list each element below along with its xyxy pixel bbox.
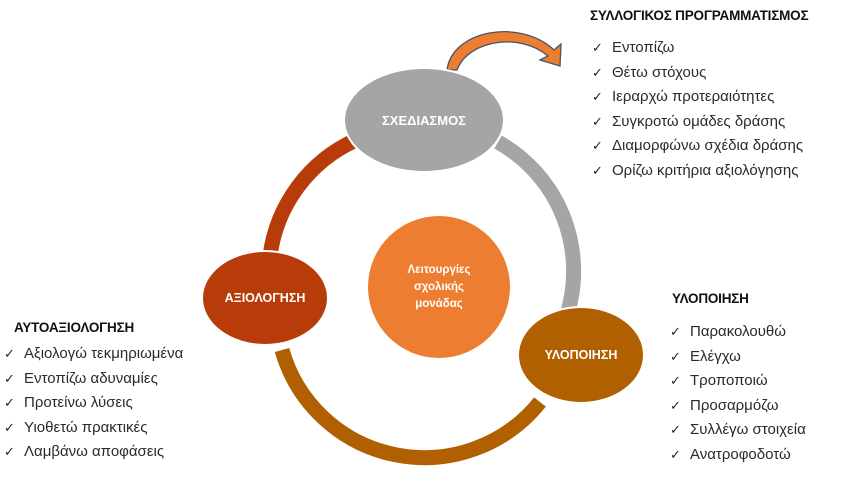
center-circle-shape: [368, 216, 510, 358]
check-icon: ✓: [670, 324, 681, 339]
check-icon: ✓: [4, 419, 15, 435]
self-evaluation-list: ✓Αξιολογώ τεκμηριωμένα ✓Εντοπίζω αδυναμί…: [4, 342, 183, 465]
collective-planning-title: ΣΥΛΛΟΓΙΚΟΣ ΠΡΟΓΡΑΜΜΑΤΙΣΜΟΣ: [590, 8, 809, 23]
list-item: ✓Εντοπίζω αδυναμίες: [4, 367, 183, 392]
center-label: Λειτουργίες σχολικής μονάδας: [379, 252, 499, 322]
implementation-title: ΥΛΟΠΟΙΗΣΗ: [672, 291, 749, 306]
center-label-line-3: μονάδας: [415, 297, 463, 310]
center-label-line-1: Λειτουργίες: [407, 263, 471, 276]
list-item: ✓Διαμορφώνω σχέδια δράσης: [592, 134, 808, 159]
node-evaluation: ΑΞΙΟΛΟΓΗΣΗ: [202, 286, 328, 310]
node-implementation-label: ΥΛΟΠΟΙΗΣΗ: [544, 348, 618, 362]
self-evaluation-title: ΑΥΤΟΑΞΙΟΛΟΓΗΣΗ: [14, 320, 135, 335]
arc-evaluation-to-planning: [262, 133, 360, 258]
check-icon: ✓: [670, 422, 681, 437]
check-icon: ✓: [592, 162, 603, 178]
list-item: ✓Ιεραρχώ προτεραιότητες: [592, 85, 808, 110]
list-item: ✓Ελέγχω: [670, 345, 806, 370]
collective-planning-list: ✓Εντοπίζω ✓Θέτω στόχους ✓Ιεραρχώ προτερα…: [592, 36, 808, 183]
check-icon: ✓: [670, 373, 681, 388]
arc-implementation-to-evaluation: [274, 347, 546, 466]
node-implementation: ΥΛΟΠΟΙΗΣΗ: [518, 343, 644, 367]
node-implementation-shape: [517, 306, 645, 404]
list-item: ✓Λαμβάνω αποφάσεις: [4, 440, 183, 465]
check-icon: ✓: [4, 395, 15, 410]
node-planning-shape: [343, 67, 505, 173]
list-item: ✓Αξιολογώ τεκμηριωμένα: [4, 342, 183, 367]
node-evaluation-label: ΑΞΙΟΛΟΓΗΣΗ: [224, 291, 306, 305]
list-item: ✓Τροποποιώ: [670, 369, 806, 394]
list-item: ✓Εντοπίζω: [592, 36, 808, 61]
list-item: ✓Συγκροτώ ομάδες δράσης: [592, 110, 808, 135]
list-item: ✓Παρακολουθώ: [670, 320, 806, 345]
node-evaluation-shape: [201, 250, 329, 346]
list-item: ✓Προσαρμόζω: [670, 394, 806, 419]
check-icon: ✓: [4, 370, 15, 386]
check-icon: ✓: [670, 397, 681, 413]
curved-arrow-icon: [446, 31, 562, 71]
implementation-list: ✓Παρακολουθώ ✓Ελέγχω ✓Τροποποιώ ✓Προσαρμ…: [670, 320, 806, 467]
node-planning: ΣΧΕΔΙΑΣΜΟΣ: [344, 108, 504, 132]
list-item: ✓Συλλέγω στοιχεία: [670, 418, 806, 443]
self-evaluation-panel: ΑΥΤΟΑΞΙΟΛΟΓΗΣΗ ✓Αξιολογώ τεκμηριωμένα ✓Ε…: [4, 320, 183, 465]
node-planning-label: ΣΧΕΔΙΑΣΜΟΣ: [381, 112, 467, 128]
check-icon: ✓: [4, 444, 15, 459]
implementation-panel: ΥΛΟΠΟΙΗΣΗ ✓Παρακολουθώ ✓Ελέγχω ✓Τροποποι…: [670, 291, 806, 467]
check-icon: ✓: [592, 64, 603, 80]
check-icon: ✓: [4, 346, 15, 361]
check-icon: ✓: [670, 348, 681, 364]
check-icon: ✓: [670, 446, 681, 462]
list-item: ✓Υιοθετώ πρακτικές: [4, 416, 183, 441]
center-label-line-2: σχολικής: [413, 280, 465, 293]
list-item: ✓Προτείνω λύσεις: [4, 391, 183, 416]
check-icon: ✓: [592, 89, 603, 104]
list-item: ✓Ανατροφοδοτώ: [670, 443, 806, 468]
collective-planning-panel: ΣΥΛΛΟΓΙΚΟΣ ΠΡΟΓΡΑΜΜΑΤΙΣΜΟΣ ✓Εντοπίζω ✓Θέ…: [590, 8, 809, 183]
check-icon: ✓: [592, 40, 603, 55]
list-item: ✓Θέτω στόχους: [592, 61, 808, 86]
check-icon: ✓: [592, 113, 603, 129]
arc-planning-to-implementation: [494, 135, 582, 321]
check-icon: ✓: [592, 138, 603, 153]
list-item: ✓Ορίζω κριτήρια αξιολόγησης: [592, 159, 808, 184]
